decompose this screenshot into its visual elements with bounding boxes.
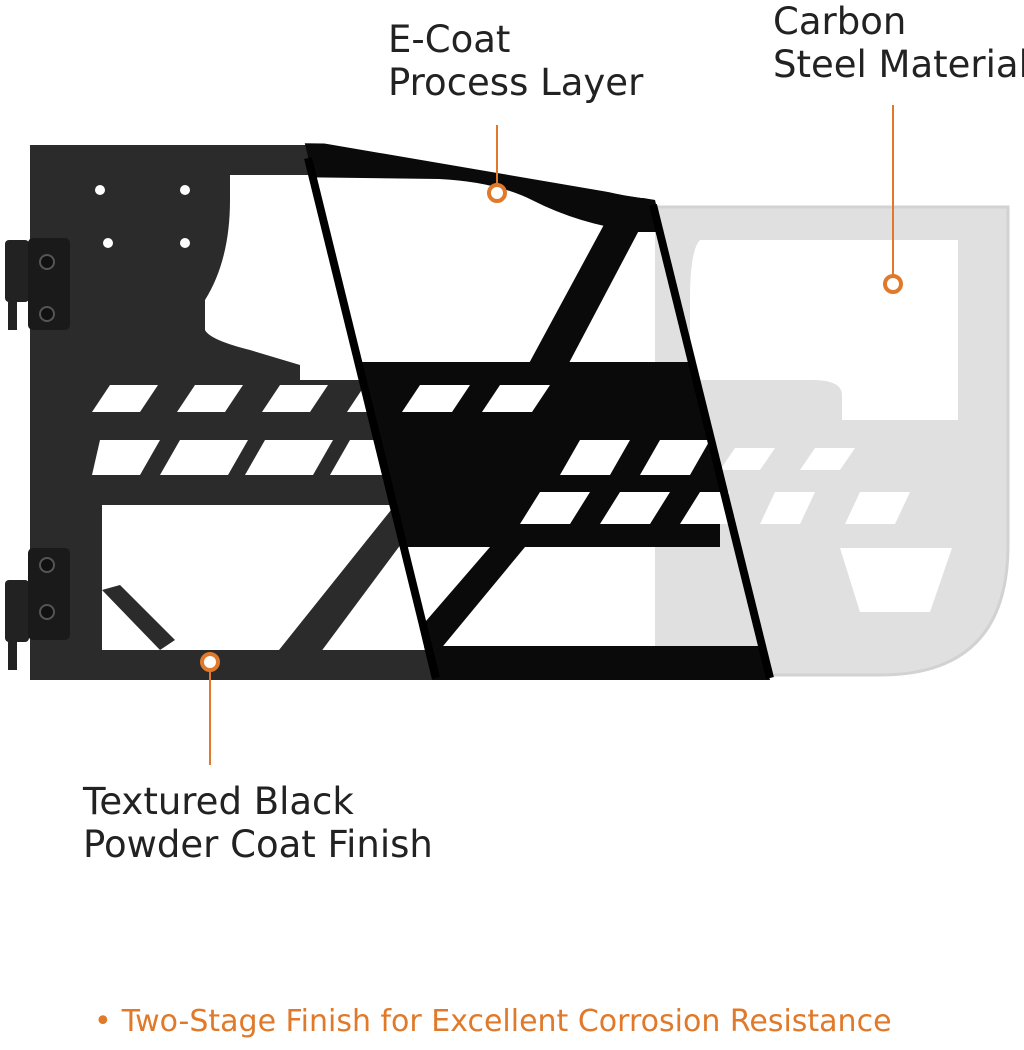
powder-label-line-1: Textured Black <box>83 780 354 823</box>
callout-powder <box>200 652 220 765</box>
footer-text: Two-Stage Finish for Excellent Corrosion… <box>121 1004 892 1039</box>
bottom-tube <box>30 650 441 680</box>
carbon-label-line-1: Carbon <box>773 0 907 43</box>
powder-label: Textured Black Powder Coat Finish <box>83 780 433 866</box>
lower-strap <box>102 585 175 650</box>
hinge-plate <box>72 165 300 380</box>
ecoat-label-line-2: Process Layer <box>388 61 644 104</box>
ecoat-bottom-tube <box>400 646 770 680</box>
ecoat-outline <box>304 157 774 679</box>
diagonal-tube <box>255 505 430 680</box>
ecoat-label-line-1: E-Coat <box>388 18 511 61</box>
callout-carbon <box>883 105 903 294</box>
lower-brace <box>72 505 102 650</box>
callout-dot-icon <box>487 183 507 203</box>
plate-holes <box>95 185 190 248</box>
carbon-label: Carbon Steel Material <box>773 0 1024 86</box>
footer-tagline: • Two-Stage Finish for Excellent Corrosio… <box>94 1000 994 1044</box>
callout-dot-icon <box>200 652 220 672</box>
ecoat-diagonal-upper <box>520 195 655 380</box>
ecoat-label: E-Coat Process Layer <box>388 18 643 104</box>
footer-bullet: • <box>94 1004 112 1039</box>
callout-ecoat <box>487 125 507 203</box>
hinge-icon <box>5 238 70 670</box>
callout-dot-icon <box>883 274 903 294</box>
powder-label-line-2: Powder Coat Finish <box>83 823 433 866</box>
carbon-label-line-2: Steel Material <box>773 43 1024 86</box>
bolt-icon <box>39 254 55 620</box>
